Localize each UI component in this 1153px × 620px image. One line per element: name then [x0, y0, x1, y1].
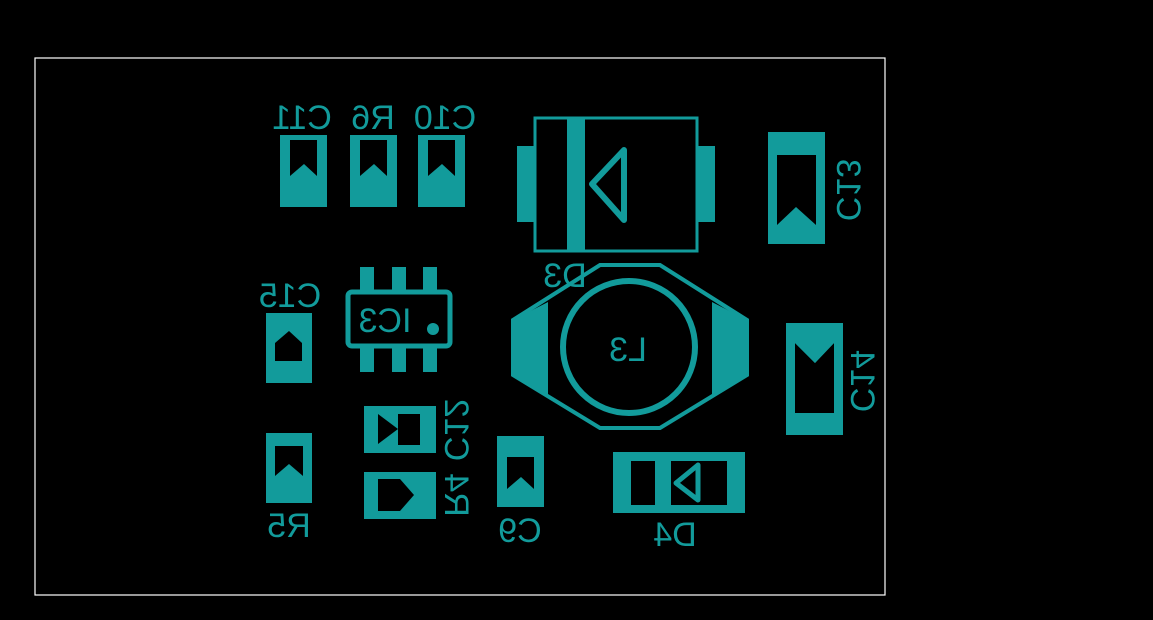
- component-c11: [280, 135, 327, 207]
- component-c14: [786, 323, 843, 435]
- component-d3: [517, 116, 715, 253]
- label-c14: C14: [843, 350, 881, 412]
- label-c12: C12: [437, 399, 475, 461]
- label-d3: D3: [543, 257, 586, 295]
- component-r6: [350, 135, 397, 207]
- label-r6: R6: [351, 99, 394, 137]
- label-r5: R5: [267, 507, 310, 545]
- label-c15: C15: [259, 277, 321, 315]
- component-r4: [364, 472, 436, 519]
- label-c13: C13: [829, 159, 867, 221]
- label-c10: C10: [414, 99, 476, 137]
- component-c10: [418, 135, 465, 207]
- label-r4: R4: [437, 473, 475, 516]
- label-c11: C11: [272, 99, 332, 137]
- label-ic3: IC3: [359, 302, 412, 340]
- label-l3: L3: [609, 331, 647, 369]
- component-c9: [497, 436, 544, 507]
- component-r5: [266, 433, 312, 503]
- board-outline: [34, 57, 886, 596]
- component-ic3: [345, 267, 453, 372]
- component-d4: [613, 452, 745, 513]
- component-c15: [266, 313, 312, 383]
- silkscreen-labels: C11 R6 C10 D3 C13 C15 IC3 L3 C14 C12 R4 …: [259, 99, 881, 554]
- component-c12: [364, 406, 436, 453]
- component-c13: [768, 132, 825, 244]
- component-l3: [511, 263, 749, 430]
- label-d4: D4: [653, 516, 696, 554]
- label-c9: C9: [498, 512, 541, 550]
